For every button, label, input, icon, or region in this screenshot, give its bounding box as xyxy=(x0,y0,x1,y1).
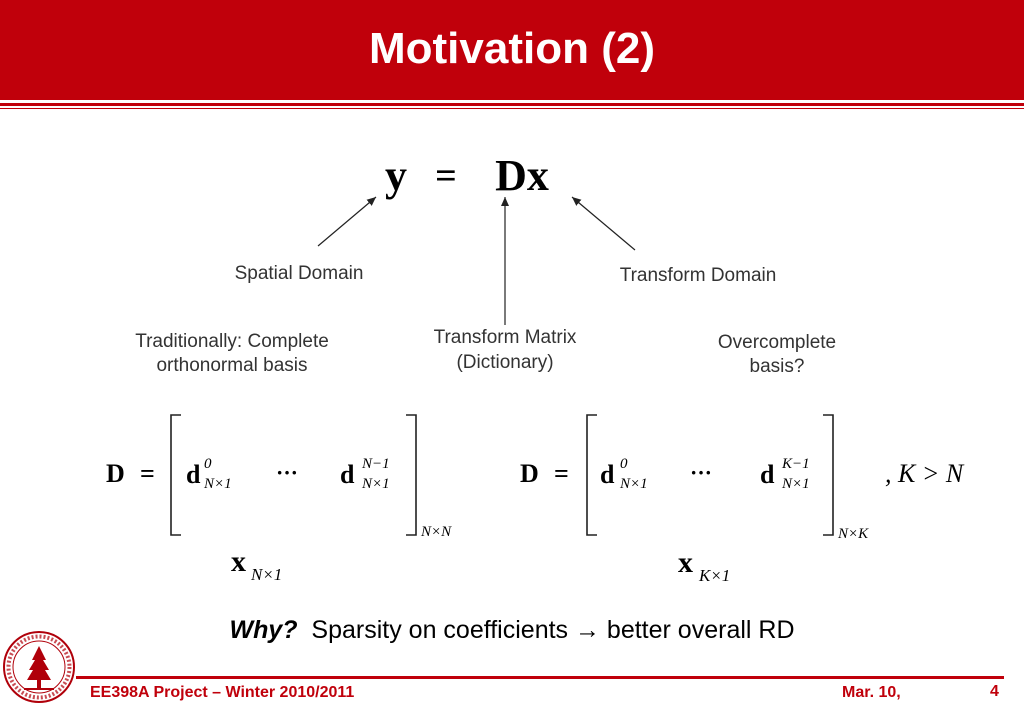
label-spatial-domain: Spatial Domain xyxy=(235,263,364,284)
label-traditionally: Traditionally: Complete xyxy=(135,331,329,352)
left-d0: d xyxy=(186,460,201,489)
left-d0-sub: N×1 xyxy=(203,476,232,492)
header-rule xyxy=(0,103,1024,106)
label-basis: basis? xyxy=(750,356,805,377)
footer-course: EE398A Project – Winter 2010/2011 xyxy=(90,684,355,701)
left-x: x xyxy=(231,545,246,578)
right-dK: d xyxy=(760,460,775,489)
left-dims: N×N xyxy=(420,524,452,540)
left-dN-sub: N×1 xyxy=(361,476,390,492)
why-text: Sparsity on coefficients → better overal… xyxy=(297,616,795,644)
right-d0-sub: N×1 xyxy=(619,476,648,492)
right-bracket-open xyxy=(586,414,597,536)
right-bracket-close xyxy=(823,414,834,536)
left-matrix-equation: D = d 0 N×1 ··· d N−1 N×1 N×N x N×1 xyxy=(106,414,452,584)
left-dN: d xyxy=(340,460,355,489)
right-x: x xyxy=(678,546,693,579)
right-dK-sup: K−1 xyxy=(781,456,810,472)
arrow-spatial xyxy=(317,196,377,247)
why-statement: Why? Sparsity on coefficients → better o… xyxy=(0,616,1024,645)
right-dK-sub: N×1 xyxy=(781,476,810,492)
label-overcomplete: Overcomplete xyxy=(718,332,836,353)
why-label: Why? xyxy=(229,616,298,644)
equation-y: y xyxy=(385,151,407,200)
right-equals: = xyxy=(554,459,569,488)
left-equals: = xyxy=(140,459,155,488)
left-d0-sup: 0 xyxy=(204,456,212,472)
right-d0: d xyxy=(600,460,615,489)
left-D: D xyxy=(106,459,125,488)
left-dN-sup: N−1 xyxy=(361,456,390,472)
equation-equals: = xyxy=(435,155,457,197)
footer-date: Mar. 10, xyxy=(842,684,901,701)
label-transform-matrix: Transform Matrix xyxy=(434,327,577,348)
left-dots: ··· xyxy=(276,460,298,485)
left-bracket-open xyxy=(170,414,181,536)
left-x-sub: N×1 xyxy=(250,565,282,584)
right-D: D xyxy=(520,459,539,488)
right-condition: , K > N xyxy=(885,459,965,488)
equation-Dx: Dx xyxy=(495,151,549,200)
label-transform-domain: Transform Domain xyxy=(620,265,777,286)
main-equation: y = Dx xyxy=(385,151,549,200)
slide-title: Motivation (2) xyxy=(369,24,655,73)
label-orthonormal: orthonormal basis xyxy=(156,355,307,376)
university-seal-icon xyxy=(3,631,75,703)
label-dictionary: (Dictionary) xyxy=(456,352,553,373)
right-x-sub: K×1 xyxy=(698,566,730,585)
right-dims: N×K xyxy=(837,526,869,542)
left-bracket-close xyxy=(406,414,417,536)
right-matrix-equation: D = d 0 N×1 ··· d K−1 N×1 N×K , K > N x … xyxy=(520,414,965,585)
right-d0-sup: 0 xyxy=(620,456,628,472)
right-dots: ··· xyxy=(690,460,712,485)
arrow-transform xyxy=(571,196,636,251)
title-bar xyxy=(0,0,1024,100)
page-number: 4 xyxy=(990,683,999,700)
header-rule-thin xyxy=(0,108,1024,109)
footer-rule xyxy=(76,676,1004,679)
